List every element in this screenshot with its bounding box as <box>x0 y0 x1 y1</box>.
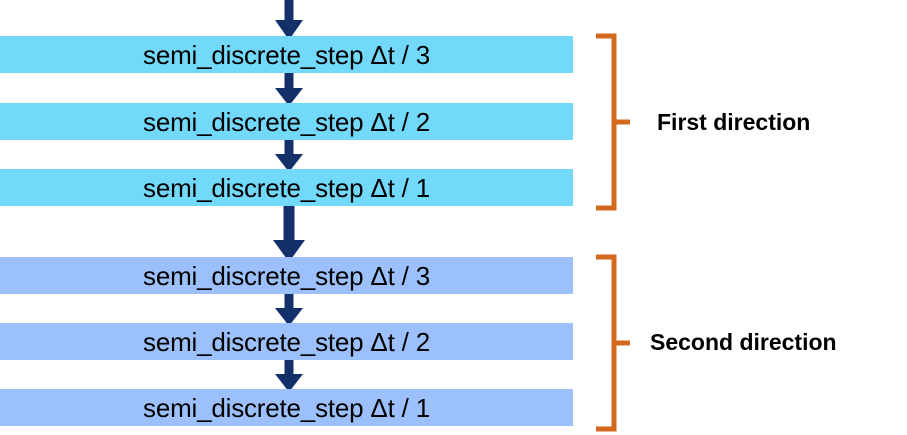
step-box-second-3[interactable]: semi_discrete_step Δt / 1 <box>0 389 573 426</box>
step-box-first-1[interactable]: semi_discrete_step Δt / 3 <box>0 36 573 73</box>
arrow-step-5-to-step-6 <box>275 354 303 392</box>
arrow-step-1-to-step-2 <box>275 68 303 106</box>
bracket-second-direction <box>596 254 630 432</box>
step-box-second-2[interactable]: semi_discrete_step Δt / 2 <box>0 323 573 360</box>
group-label-first-direction: First direction <box>657 109 811 135</box>
arrow-step-3-to-step-4 <box>273 200 305 262</box>
step-box-first-2[interactable]: semi_discrete_step Δt / 2 <box>0 103 573 140</box>
arrow-step-4-to-step-5 <box>275 288 303 326</box>
bracket-first-direction <box>596 33 630 211</box>
step-box-first-3[interactable]: semi_discrete_step Δt / 1 <box>0 169 573 206</box>
arrow-step-2-to-step-3 <box>275 134 303 172</box>
step-box-second-1[interactable]: semi_discrete_step Δt / 3 <box>0 257 573 294</box>
group-label-second-direction: Second direction <box>650 329 837 355</box>
